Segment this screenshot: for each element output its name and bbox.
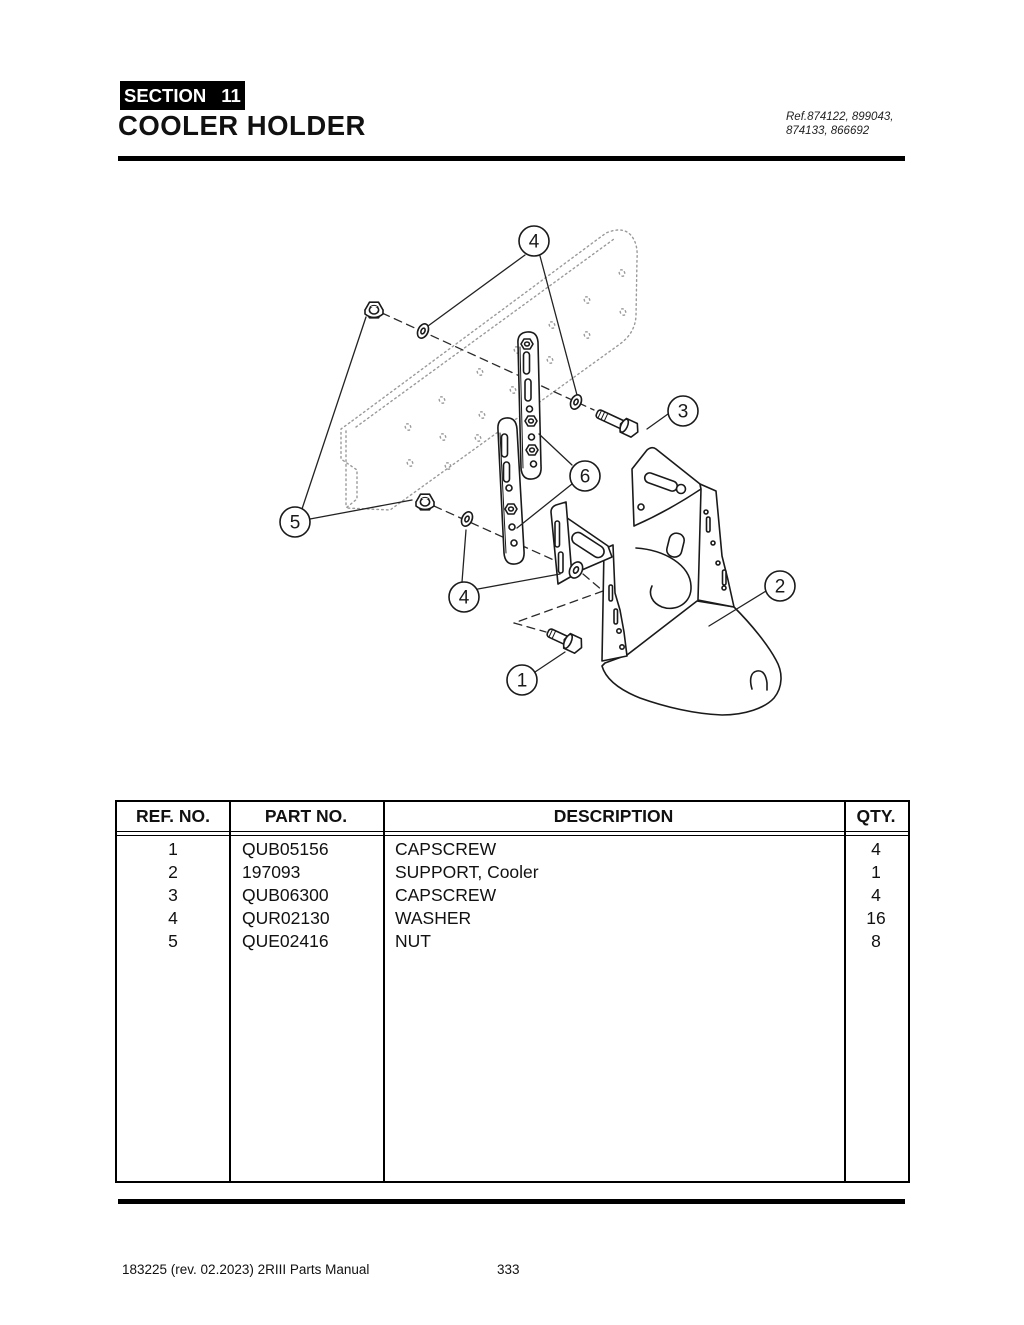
table-row: 3 QUB06300 CAPSCREW 4	[117, 884, 908, 907]
washer-bottom-left	[460, 511, 474, 527]
table-cell: WASHER	[395, 908, 472, 928]
washer-top-left	[416, 323, 430, 339]
reference-line-2: 874133, 866692	[786, 125, 870, 137]
callout-number: 4	[529, 232, 540, 253]
table-cell: NUT	[395, 931, 431, 951]
column-divider	[844, 802, 846, 1181]
table-header-cell: REF. NO.	[136, 806, 210, 826]
table-header-row: REF. NO. PART NO. DESCRIPTION QTY.	[117, 802, 908, 832]
footer-rule	[118, 1199, 905, 1204]
callout-number: 6	[580, 467, 591, 488]
callout-leader-lines	[301, 254, 767, 673]
reference-line-1: Ref.874122, 899043,	[786, 111, 894, 123]
section-badge: SECTION 11	[120, 81, 245, 110]
parts-table: REF. NO. PART NO. DESCRIPTION QTY. 1 QUB0515…	[115, 800, 910, 1183]
callout-1: 1	[506, 664, 538, 696]
table-cell: 3	[168, 885, 178, 905]
table-cell: 4	[871, 885, 881, 905]
callout-number: 2	[775, 577, 786, 598]
callout-3: 3	[667, 395, 699, 427]
page-title: COOLER HOLDER	[118, 110, 366, 141]
table-cell: 5	[168, 931, 178, 951]
callout-2: 2	[764, 570, 796, 602]
capscrew-1	[546, 628, 583, 654]
callout-number: 1	[517, 671, 528, 692]
callout-4a: 4	[518, 225, 550, 257]
section-label: SECTION	[124, 84, 207, 106]
table-header-cell: DESCRIPTION	[553, 806, 674, 826]
table-row: 2 197093 SUPPORT, Cooler 1	[117, 861, 908, 884]
washer-on-bracket	[568, 561, 584, 579]
column-divider	[229, 802, 231, 1181]
column-divider	[383, 802, 385, 1181]
exploded-view-diagram: 4 3 6 5 4 2 1	[279, 225, 796, 716]
table-row: 1 QUB05156 CAPSCREW 4	[117, 838, 908, 861]
table-cell: QUB06300	[242, 885, 329, 905]
table-cell: SUPPORT, Cooler	[395, 862, 539, 882]
table-header-cell: PART NO.	[264, 806, 348, 826]
assembly-axis-lines	[381, 312, 604, 633]
hex-nut-bottom	[415, 493, 435, 511]
callout-number: 4	[459, 588, 470, 609]
footer-document-id: 183225 (rev. 02.2023) 2RIII Parts Manual	[122, 1262, 370, 1277]
table-cell: 8	[871, 931, 881, 951]
table-cell: 4	[871, 839, 881, 859]
callout-5: 5	[279, 506, 311, 538]
callout-layer: 4 3 6 5 4 2 1	[279, 225, 796, 696]
table-row: 5 QUE02416 NUT 8	[117, 930, 908, 953]
bracket-front-upright	[601, 544, 628, 662]
header-rule	[118, 156, 905, 161]
reference-numbers: Ref.874122, 899043, 874133, 866692	[786, 110, 893, 138]
capscrew-3	[595, 409, 639, 438]
bracket-tray	[601, 600, 782, 716]
callout-number: 3	[678, 402, 689, 423]
strap-bolt-icon	[520, 338, 539, 456]
header-double-rule	[117, 832, 908, 836]
table-cell: 1	[168, 839, 178, 859]
table-cell: 2	[168, 862, 178, 882]
table-cell: 197093	[242, 862, 301, 882]
callout-6: 6	[569, 460, 601, 492]
table-cell: QUR02130	[242, 908, 330, 928]
frame-rail-holes	[404, 269, 627, 470]
footer-page-number: 333	[497, 1262, 520, 1277]
bracket-right-wall	[697, 483, 735, 608]
cooler-support-bracket	[550, 446, 782, 716]
callout-4b: 4	[448, 581, 480, 613]
callout-number: 5	[290, 513, 301, 534]
bracket-tray-notch	[749, 670, 768, 691]
hex-nut-top	[364, 301, 384, 319]
table-cell: 1	[871, 862, 881, 882]
table-row: 4 QUR02130 WASHER 16	[117, 907, 908, 930]
mounting-strap-right	[517, 331, 542, 480]
table-cell: 4	[168, 908, 178, 928]
section-number: 11	[221, 84, 241, 106]
bracket-cutout-curve	[635, 547, 692, 610]
table-cell: 16	[866, 908, 886, 928]
strap-bolt-icon	[504, 503, 518, 515]
table-header-cell: QTY.	[856, 806, 896, 826]
washer-top-right	[569, 394, 583, 410]
table-cell: QUB05156	[242, 839, 329, 859]
table-cell: CAPSCREW	[395, 885, 497, 905]
table-cell: QUE02416	[242, 931, 329, 951]
table-cell: CAPSCREW	[395, 839, 497, 859]
